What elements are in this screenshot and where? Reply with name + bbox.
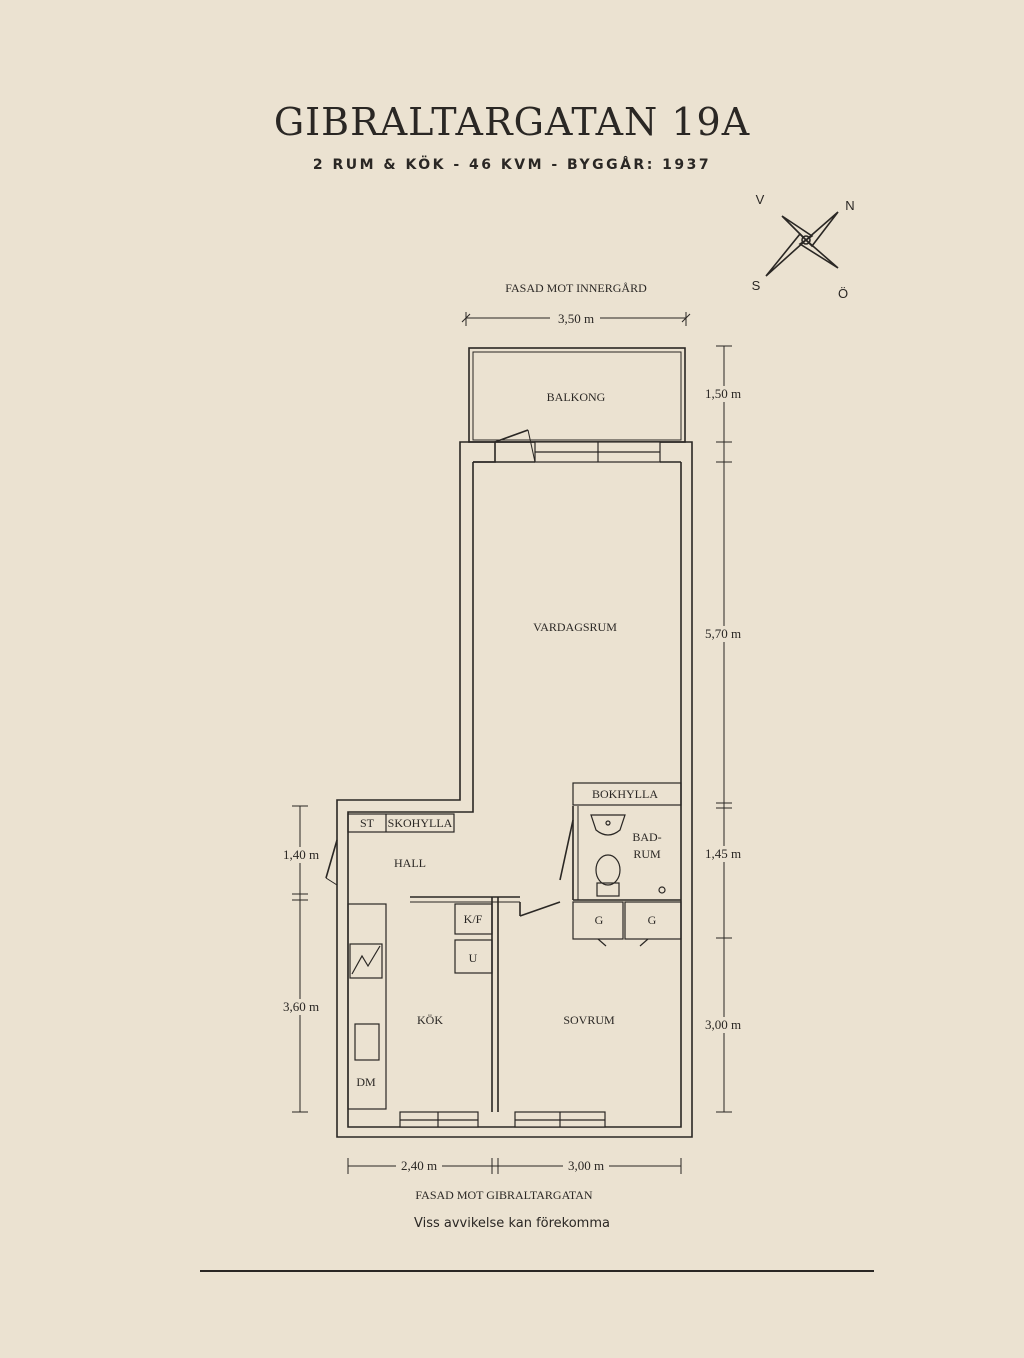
- dim-balcony-width: 3,50 m: [558, 311, 594, 326]
- window-living-room: [534, 441, 661, 463]
- dishwasher-label: DM: [356, 1075, 376, 1089]
- wardrobe-label-1: G: [595, 913, 604, 927]
- st-label: ST: [360, 816, 375, 830]
- compass-north-label: N: [845, 198, 854, 213]
- hall-shelves: [347, 813, 455, 833]
- dim-bath-depth: 1,45 m: [705, 846, 741, 861]
- room-balcony-label: BALKONG: [547, 390, 606, 404]
- balcony-door: [494, 429, 536, 463]
- shoe-shelf-label: SKOHYLLA: [388, 816, 453, 830]
- room-living-label: VARDAGSRUM: [533, 620, 617, 634]
- fridge-freezer-label: K/F: [464, 912, 483, 926]
- facade-top-label: FASAD MOT INNERGÅRD: [505, 281, 647, 295]
- compass-west-label: V: [756, 192, 765, 207]
- room-kitchen-label: KÖK: [417, 1013, 443, 1027]
- dim-balcony-depth: 1,50 m: [705, 386, 741, 401]
- entrance-door: [325, 839, 338, 886]
- room-bedroom-label: SOVRUM: [563, 1013, 615, 1027]
- compass-rose-icon: [765, 211, 839, 277]
- wardrobes: [572, 901, 682, 947]
- room-bathroom-label-1: BAD-: [632, 830, 661, 844]
- dim-kitchen-depth: 3,60 m: [283, 999, 319, 1014]
- dim-living-depth: 5,70 m: [705, 626, 741, 641]
- bathroom-fixtures: [590, 814, 666, 897]
- kitchen-counter: [347, 903, 387, 1110]
- dim-bedroom-depth: 3,00 m: [705, 1017, 741, 1032]
- dim-bedroom-width: 3,00 m: [568, 1158, 604, 1173]
- window-kitchen: [399, 1111, 479, 1128]
- page-subtitle: 2 RUM & KÖK - 46 KVM - BYGGÅR: 1937: [312, 157, 712, 173]
- appliance-column: [454, 903, 493, 974]
- room-bathroom-label-2: RUM: [633, 847, 661, 861]
- bookshelf-label: BOKHYLLA: [592, 787, 658, 801]
- wardrobe-label-2: G: [648, 913, 657, 927]
- disclaimer-text: Viss avvikelse kan förekomma: [414, 1216, 610, 1231]
- interior-walls: [410, 806, 681, 1112]
- page-title: GIBRALTARGATAN 19A: [273, 100, 751, 144]
- window-bedroom: [514, 1111, 606, 1128]
- dim-kitchen-width: 2,40 m: [401, 1158, 437, 1173]
- dim-hall-depth: 1,40 m: [283, 847, 319, 862]
- bookshelf-outline: [572, 782, 682, 806]
- compass-east-label: Ö: [838, 286, 848, 301]
- room-hall-label: HALL: [394, 856, 426, 870]
- oven-label: U: [469, 951, 478, 965]
- facade-bottom-label: FASAD MOT GIBRALTARGATAN: [415, 1188, 593, 1202]
- compass-south-label: S: [752, 278, 761, 293]
